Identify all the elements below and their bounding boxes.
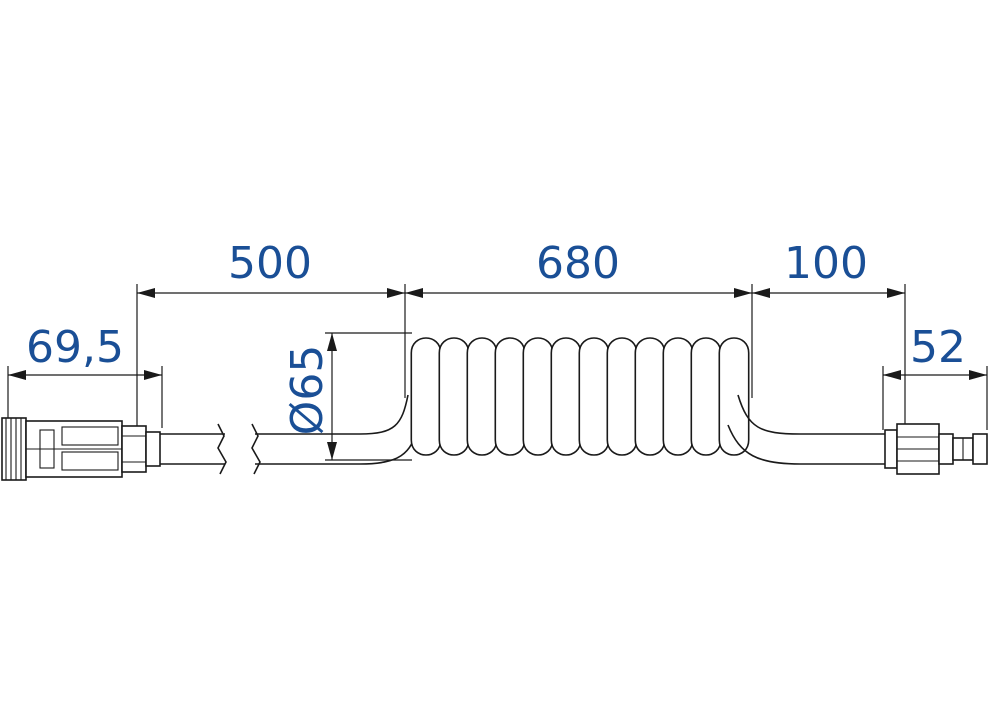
coil-turn — [550, 337, 582, 456]
coil-turn — [466, 337, 498, 456]
coil-turn — [410, 337, 442, 456]
plug-nipple — [884, 423, 988, 475]
coil-turn — [578, 337, 610, 456]
dimension-lines — [7, 284, 988, 461]
dim-text-diameter: Ø65 — [282, 345, 333, 436]
coil-turn — [522, 337, 554, 456]
quick-coupler — [1, 417, 161, 481]
dim-text-straight-hose: 500 — [228, 238, 312, 289]
coil-spiral — [410, 337, 750, 456]
coil-turn — [606, 337, 638, 456]
dim-text-plug: 52 — [910, 322, 966, 373]
dim-text-tail: 100 — [784, 238, 868, 289]
coil-turn — [438, 337, 470, 456]
dim-text-coil: 680 — [536, 238, 620, 289]
coil-turn — [494, 337, 526, 456]
dim-text-coupler: 69,5 — [26, 322, 124, 373]
coil-turn — [662, 337, 694, 456]
coil-turn — [634, 337, 666, 456]
coil-turn — [718, 337, 750, 456]
coil-turn — [690, 337, 722, 456]
tail-hose — [727, 394, 885, 465]
